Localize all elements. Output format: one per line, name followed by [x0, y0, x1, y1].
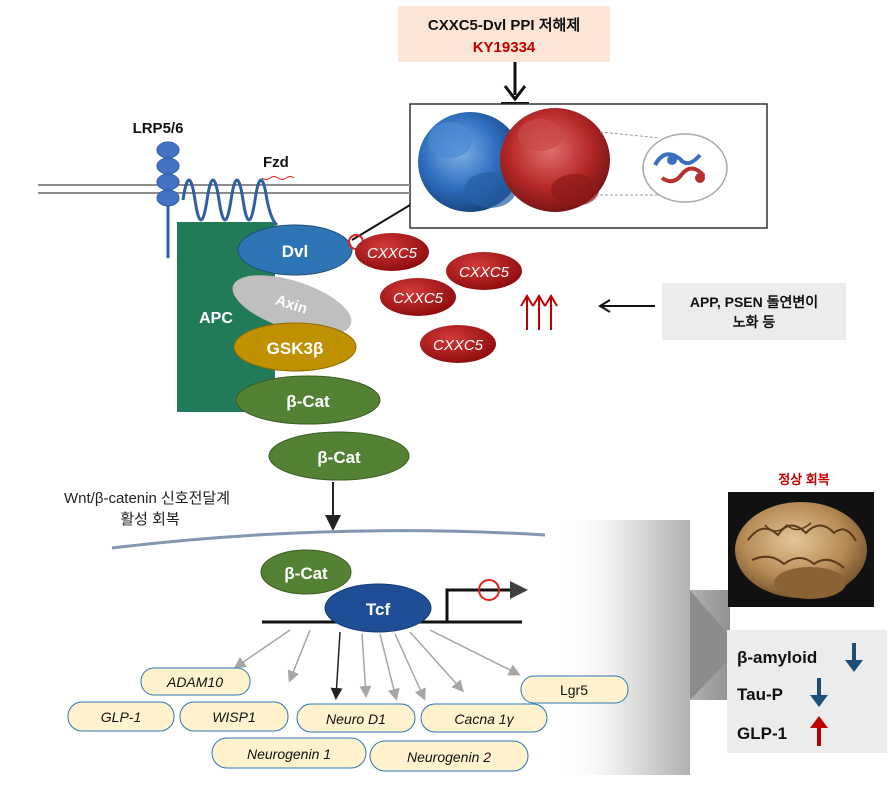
frizzled-receptor [181, 178, 279, 227]
dvl-protein-structure [418, 112, 522, 212]
cxxc5-node [355, 233, 429, 271]
gene-pill [296, 703, 416, 733]
apc-label: APC [199, 310, 233, 327]
down-arrow-icon [810, 678, 828, 707]
nuclear-bcat-label: β-Cat [284, 564, 328, 583]
gene-label: GLP-1 [101, 709, 141, 725]
cause-box [662, 283, 846, 340]
gene-pill [369, 740, 529, 772]
inhibitor-box [398, 6, 610, 62]
axin-node [232, 275, 352, 335]
cxxc5-node [420, 325, 496, 363]
inhibitor-compound: KY19334 [473, 39, 536, 56]
marker-label: β-amyloid [737, 648, 817, 667]
outcome-big-arrow [560, 520, 730, 775]
cxxc5-protein-structure [500, 108, 610, 212]
gene-pill [420, 703, 548, 733]
pathway-note-line1: Wnt/β-catenin 신호전달계 [64, 490, 230, 507]
gene-pill [179, 701, 289, 732]
bcat-free-node [268, 431, 410, 481]
gene-label: Neurogenin 1 [247, 746, 331, 762]
gene-label: Neuro D1 [326, 711, 386, 727]
gene-label: WISP1 [212, 709, 256, 725]
gene-pill [520, 675, 629, 704]
lrp-receptor [156, 141, 180, 207]
brain-image [735, 502, 867, 599]
gene-label: Neurogenin 2 [407, 749, 491, 765]
target-genes: ADAM10 GLP-1 WISP1 Neuro D1 Cacna 1γ Lgr… [67, 667, 629, 772]
tcf-label: Tcf [366, 600, 391, 619]
inhibitor-title: CXXC5-Dvl PPI 저해제 [428, 17, 580, 34]
pathway-note-line2: 활성 회복 [120, 511, 179, 528]
cxxc5-node [446, 252, 522, 290]
cxxc5-group: CXXC5 CXXC5 CXXC5 CXXC5 [355, 233, 522, 363]
promoter-marker [478, 579, 500, 601]
cxxc5-node [380, 278, 456, 316]
tcf-node [324, 583, 432, 633]
cxxc5-label: CXXC5 [367, 245, 418, 262]
gsk3b-label: GSK3β [267, 339, 324, 358]
bcat-bound-node [235, 375, 381, 425]
fzd-label: Fzd [263, 154, 289, 171]
nuclear-bcat-node [260, 549, 352, 595]
target-gene-arrows [233, 629, 521, 701]
gene-label: ADAM10 [166, 674, 223, 690]
gene-pill [67, 701, 175, 732]
cxxc5-label: CXXC5 [393, 290, 444, 307]
lrp-label: LRP5/6 [133, 120, 184, 137]
nuclear-membrane [111, 529, 546, 550]
gene-label: Cacna 1γ [454, 711, 514, 727]
cxxc5-label: CXXC5 [433, 337, 484, 354]
gene-pill [211, 737, 367, 769]
binding-interface-zoom [642, 133, 728, 203]
outcome-marker-box [727, 630, 887, 753]
outcome-title: 정상 회복 [778, 472, 829, 487]
gsk3b-node [233, 322, 357, 372]
cause-line2: 노화 등 [733, 314, 776, 330]
up-arrow-icon [810, 716, 828, 746]
transcription-start-arrow [445, 588, 512, 622]
bcat-free-label: β-Cat [317, 448, 361, 467]
dvl-label: Dvl [282, 242, 308, 261]
bcat-bound-label: β-Cat [286, 392, 330, 411]
gene-pill [140, 667, 251, 696]
marker-label: GLP-1 [737, 724, 787, 743]
gene-label: Lgr5 [560, 682, 588, 698]
cause-line1: APP, PSEN 돌연변이 [690, 294, 818, 310]
dvl-node [237, 224, 353, 276]
marker-label: Tau-P [737, 685, 783, 704]
cxxc5-label: CXXC5 [459, 264, 510, 281]
down-arrow-icon [845, 643, 863, 672]
cxxc5-increase-arrows [520, 294, 558, 330]
